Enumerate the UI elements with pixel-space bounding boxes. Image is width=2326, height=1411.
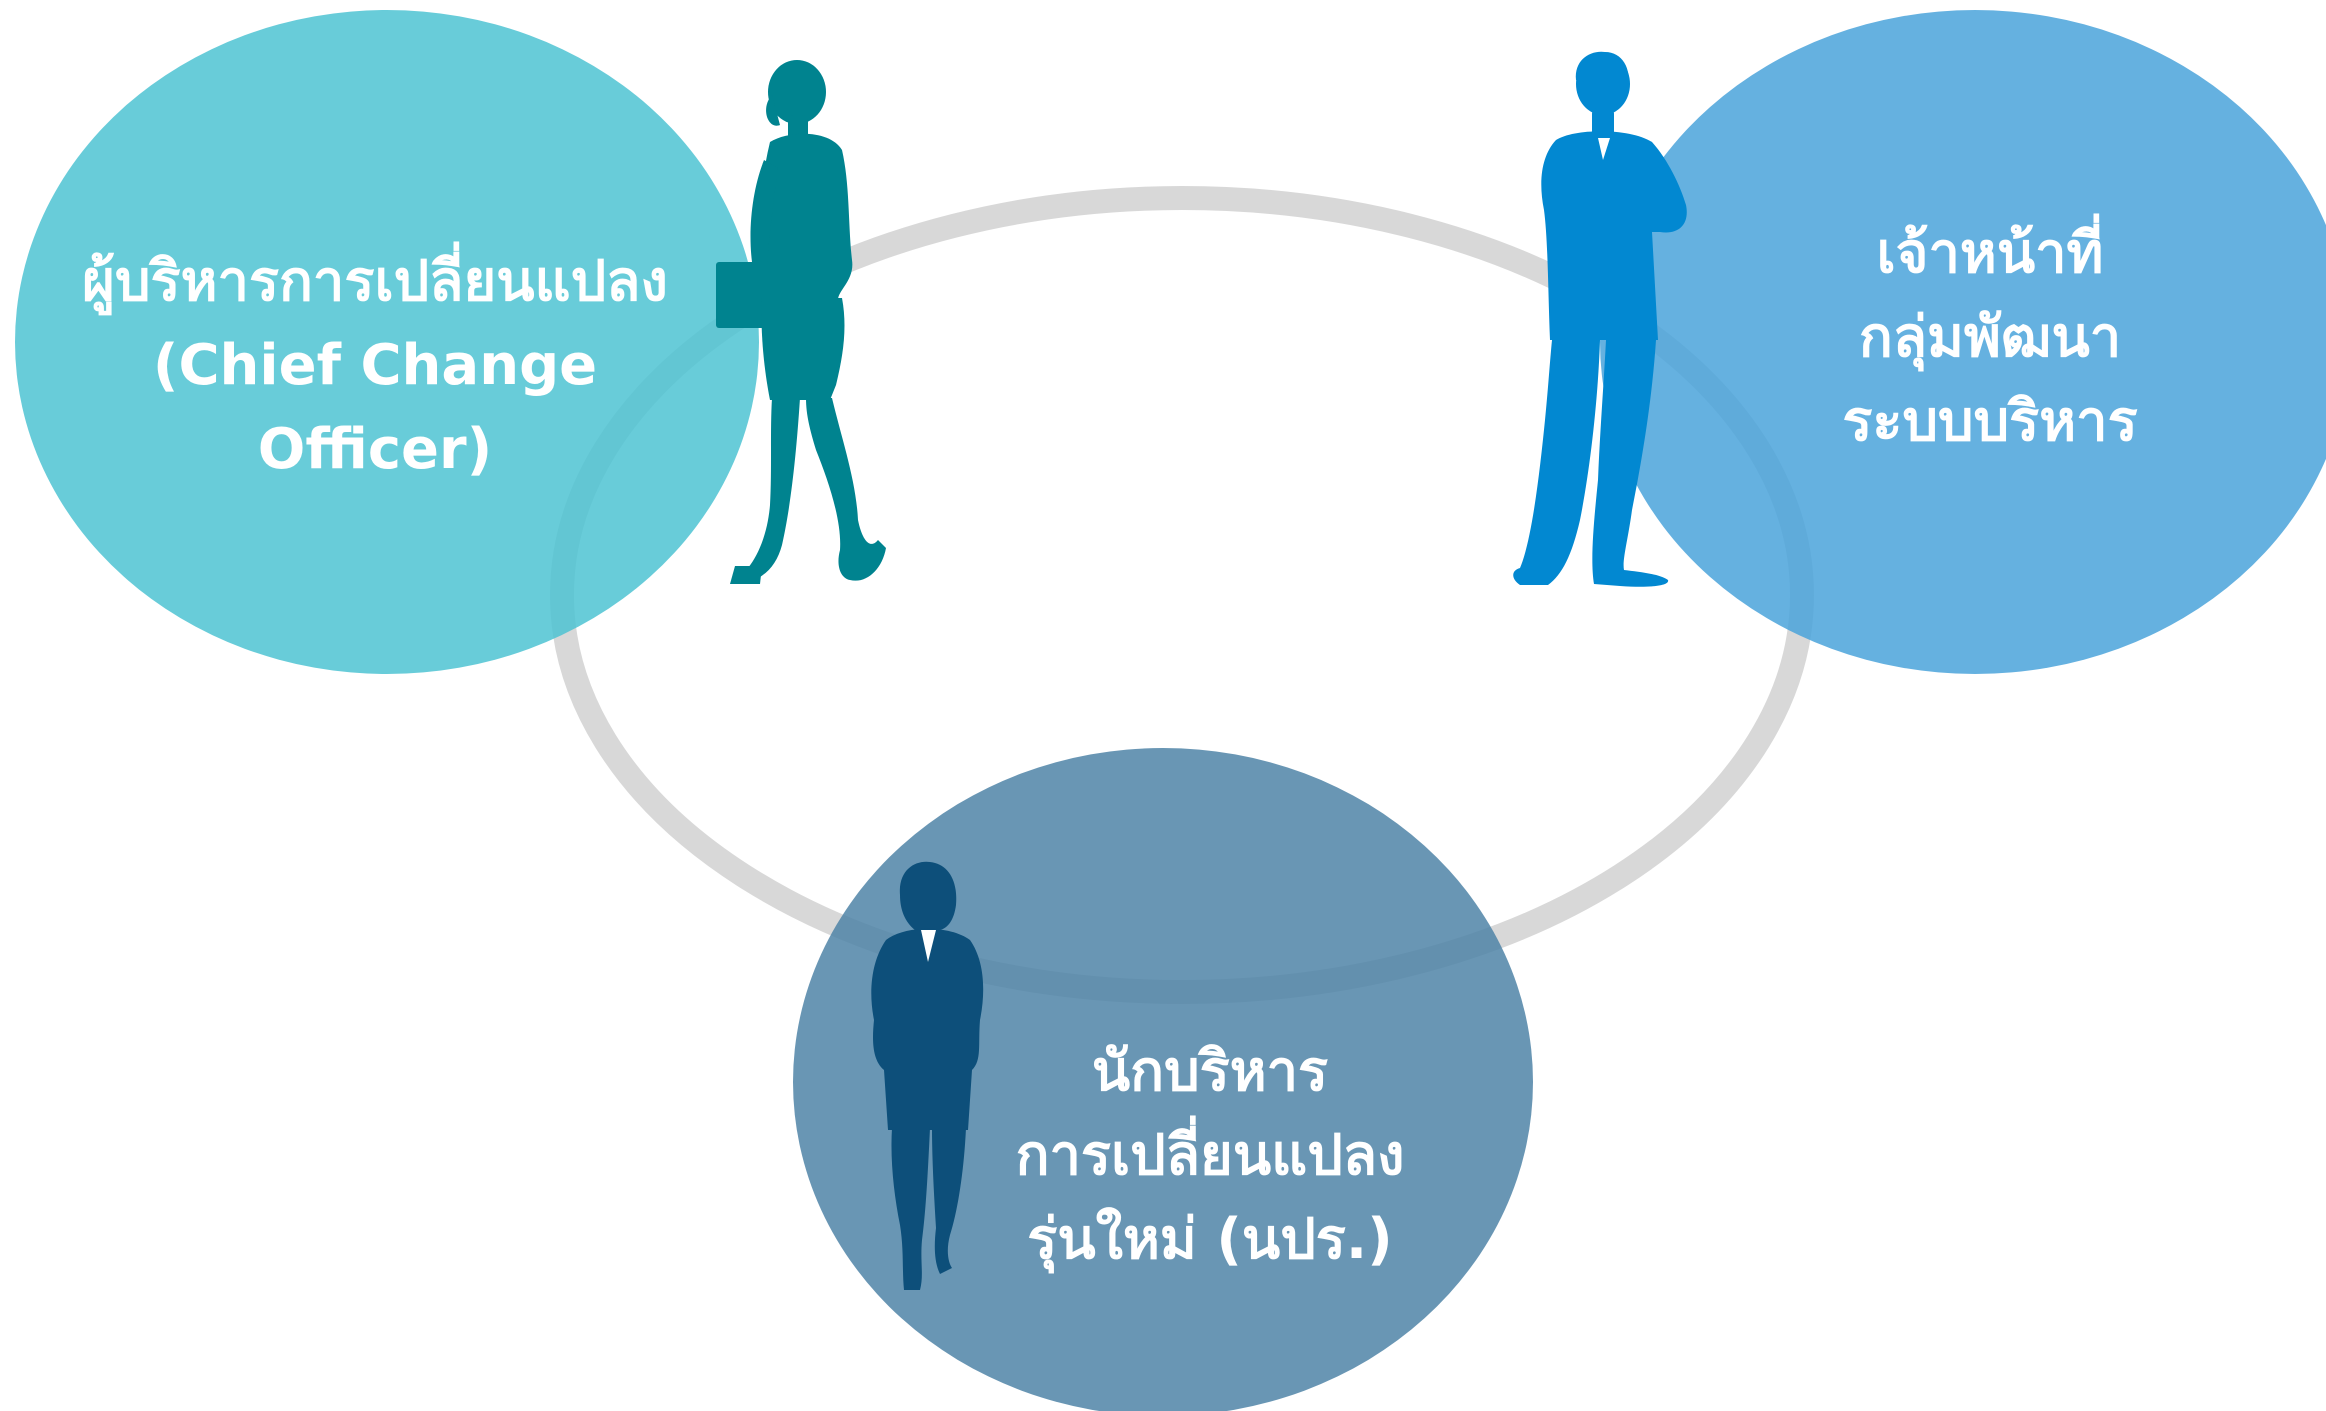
- new-line-2: การเปลี่ยนแปลง: [1015, 1123, 1405, 1188]
- businessman-standing-icon: [1513, 51, 1687, 587]
- cco-line-1: ผู้บริหารการเปลี่ยนแปลง: [82, 249, 668, 314]
- dev-line-2: กลุ่มพัฒนา: [1858, 305, 2122, 370]
- businesswoman-standing-icon: [871, 861, 984, 1290]
- circle-new-change-leaders: [793, 748, 1533, 1411]
- cco-line-2: (Chief Change: [152, 333, 598, 398]
- businesswoman-walking-icon: [716, 60, 886, 584]
- circle-development-staff: [1600, 10, 2326, 674]
- label-chief-change-officer: ผู้บริหารการเปลี่ยนแปลง (Chief Change Of…: [10, 240, 740, 492]
- new-line-1: นักบริหาร: [1091, 1039, 1329, 1104]
- circle-chief-change-officer: [15, 10, 759, 674]
- new-line-3: รุ่นใหม่ (นปร.): [1027, 1207, 1393, 1272]
- dev-line-3: ระบบบริหาร: [1842, 389, 2138, 454]
- label-development-staff: เจ้าหน้าที่ กลุ่มพัฒนา ระบบบริหาร: [1750, 212, 2230, 464]
- cco-line-3: Officer): [257, 417, 493, 482]
- dev-line-1: เจ้าหน้าที่: [1876, 221, 2104, 286]
- label-new-change-leaders: นักบริหาร การเปลี่ยนแปลง รุ่นใหม่ (นปร.): [930, 1030, 1490, 1282]
